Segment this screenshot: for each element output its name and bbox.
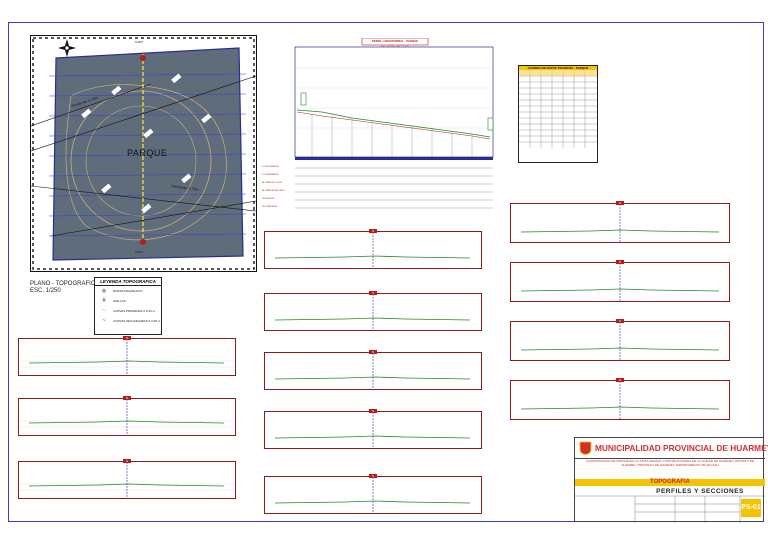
section-label-bottom: S-007	[135, 250, 144, 254]
legend-item: #GRILLAS	[95, 296, 161, 306]
table-title: CUADRO DE DATOS TECNICOS - PARQUE	[519, 66, 597, 70]
cross-section: S	[510, 378, 730, 420]
municipality-name: MUNICIPALIDAD PROVINCIAL DE HUARMEY	[595, 443, 768, 453]
plan-title-block: PLANO - TOPOGRAFICO ESC. 1/250	[30, 281, 100, 295]
grid-icon: #	[102, 298, 106, 304]
profile-title: PERFIL LONGITUDINAL - PARQUE	[372, 39, 418, 43]
park-area	[52, 47, 244, 261]
north-arrow-icon: ✛	[101, 288, 107, 295]
section-tag: S	[122, 459, 132, 463]
cross-section: S	[264, 409, 482, 449]
legend-title: LEYENDA TOPOGRAFICA	[95, 278, 161, 286]
major-contour-icon: ~	[102, 308, 106, 314]
cross-section: S	[510, 260, 730, 302]
park-label: PARQUE	[127, 148, 168, 158]
legend-item: ✛NORTE MAGNETICO	[95, 286, 161, 296]
cross-section: S	[264, 291, 482, 331]
cross-section: S	[18, 396, 236, 436]
title-block-grid	[575, 495, 765, 523]
table-grid	[519, 70, 597, 148]
plan-drawing	[31, 37, 256, 270]
section-tag: S	[122, 336, 132, 340]
project-description: CONSTRUCCION DE PARQUE EN LA JUNTA VECIN…	[586, 459, 754, 467]
legend-item: ~CURVAS SECUNDARIAS A 0.05 m	[95, 316, 161, 326]
cross-section: S	[18, 336, 236, 376]
profile-drawing	[294, 37, 494, 209]
drawing-frame	[8, 22, 764, 522]
legend-item: ~CURVAS PRIMARIAS A 0.25 m	[95, 306, 161, 316]
north-arrow-icon	[58, 39, 76, 57]
municipal-seal-icon	[579, 441, 592, 455]
plan-title: PLANO - TOPOGRAFICO	[30, 281, 100, 287]
cross-section: S	[264, 229, 482, 269]
section-tag: S	[122, 396, 132, 400]
profile-subtitle: ESC. H 1/250 - ESC. V 1/25	[381, 46, 409, 48]
longitudinal-profile: PERFIL LONGITUDINAL - PARQUE ESC. H 1/25…	[262, 37, 504, 210]
title-block: MUNICIPALIDAD PROVINCIAL DE HUARMEY CONS…	[574, 437, 768, 523]
cross-section: S	[264, 474, 482, 514]
plan-scale: ESC. 1/250	[30, 288, 61, 294]
cross-section: S	[510, 319, 730, 361]
sheet-code: PS-01	[741, 499, 761, 517]
sheet-title: PERFILES Y SECCIONES	[656, 488, 744, 495]
cross-section: S	[18, 459, 236, 499]
municipality-header: MUNICIPALIDAD PROVINCIAL DE HUARMEY	[575, 438, 768, 459]
topic-banner: TOPOGRAFIA	[575, 479, 765, 486]
minor-contour-icon: ~	[102, 318, 106, 324]
section-label-top: S-007	[135, 40, 144, 44]
legend: LEYENDA TOPOGRAFICA ✛NORTE MAGNETICO #GR…	[94, 277, 162, 335]
profile-row-labels: COTA TERRENO COTA RASANTE ALTURA DE CORT…	[262, 166, 285, 208]
cross-section: S	[264, 350, 482, 390]
technical-data-table: CUADRO DE DATOS TECNICOS - PARQUE	[518, 65, 598, 163]
cross-section: S	[510, 201, 730, 243]
topographic-plan: PARQUE Pendiente: 6.75% Pendiente: 6.75%…	[30, 35, 257, 272]
